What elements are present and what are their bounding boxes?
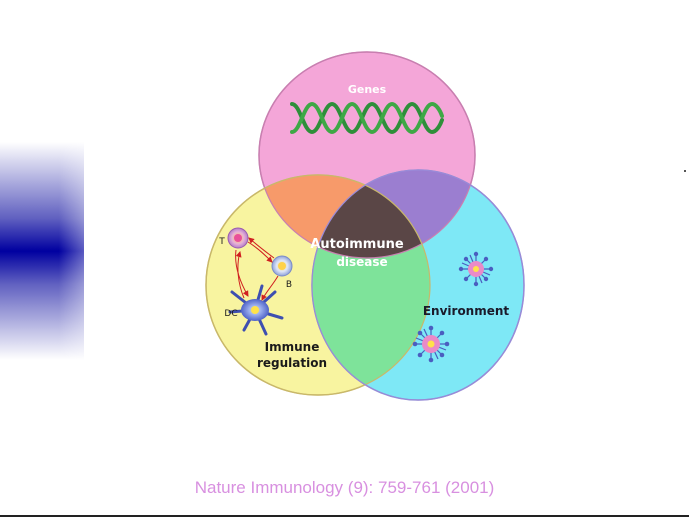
bottom-border xyxy=(0,515,689,517)
stray-dot xyxy=(684,170,686,172)
immune-label-line1: Immune xyxy=(265,340,320,354)
virus-icon xyxy=(412,325,450,363)
citation: Nature Immunology (9): 759-761 (2001) xyxy=(194,478,495,497)
environment-outline xyxy=(311,169,525,401)
center-label-line1: Autoimmune xyxy=(310,237,404,252)
dc-label: DC xyxy=(224,309,237,319)
immune-label-line2: regulation xyxy=(257,356,327,370)
b-cell-icon xyxy=(271,255,293,277)
t-cell-label: T xyxy=(218,237,225,247)
environment-label: Environment xyxy=(423,304,510,318)
left-gradient-band xyxy=(0,142,84,360)
center-overlap xyxy=(312,175,430,258)
t-cell-icon xyxy=(227,227,249,249)
genes-outline xyxy=(258,51,476,259)
b-cell-label: B xyxy=(286,280,292,290)
center-label-line2: disease xyxy=(336,255,387,269)
immune-outline xyxy=(205,174,431,396)
virus-icon xyxy=(458,251,494,287)
dendritic-cell-nucleus xyxy=(251,306,259,314)
interaction-arrows xyxy=(235,237,279,301)
genes-label: Genes xyxy=(348,83,387,96)
dna-helix-icon xyxy=(290,101,444,135)
